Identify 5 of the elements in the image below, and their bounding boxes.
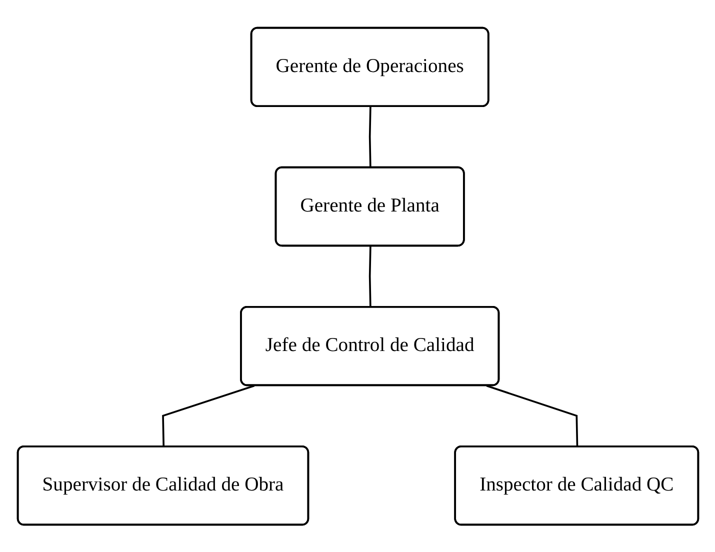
org-chart: Gerente de Operaciones Gerente de Planta Jefe de Control de Calidad Supervisor de Calidad de Obra Inspector de Calidad QC bbox=[8, 18, 708, 534]
connector bbox=[368, 246, 371, 308]
connector bbox=[368, 106, 371, 168]
connector bbox=[486, 384, 578, 447]
connector bbox=[162, 384, 254, 447]
